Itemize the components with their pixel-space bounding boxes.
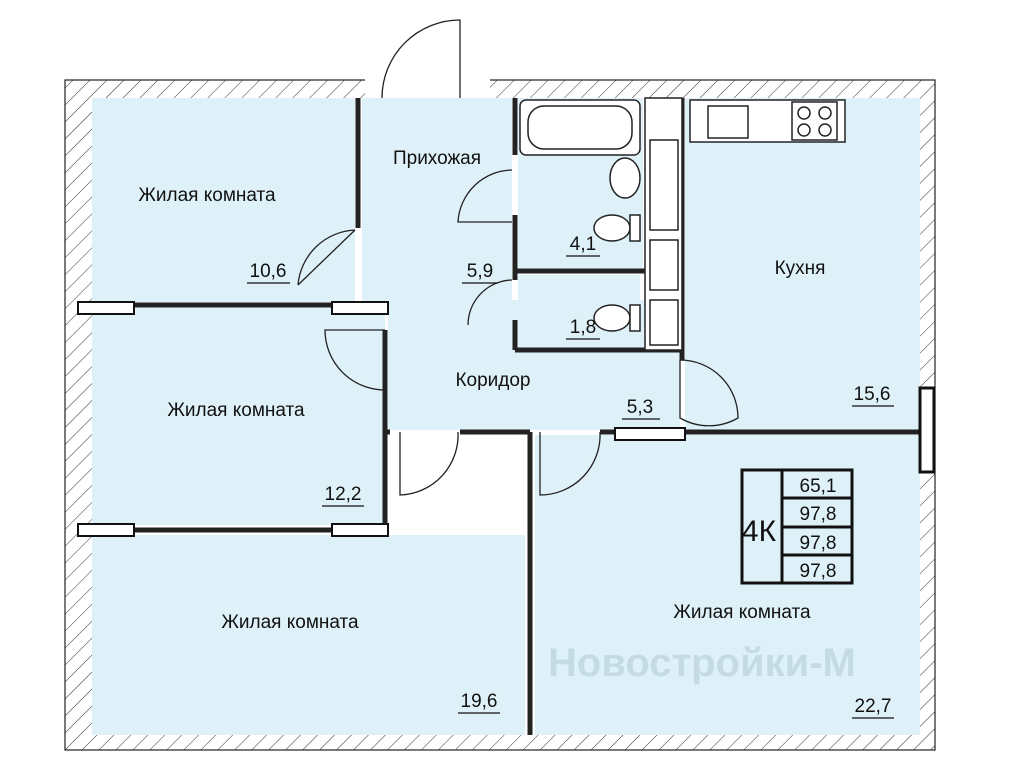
area-value: 97,8 — [800, 533, 837, 554]
room-label: Жилая комната — [221, 612, 359, 633]
room-label: Коридор — [455, 370, 530, 391]
sink-icon — [609, 157, 641, 199]
room-living-2 — [92, 308, 385, 525]
rooms — [92, 98, 920, 735]
room-living-3 — [92, 535, 525, 735]
room-label: Кухня — [775, 258, 826, 279]
room-area: 19,6 — [461, 691, 498, 712]
toilet-icon — [593, 304, 631, 332]
room-area: 5,9 — [467, 261, 493, 282]
area-value: 97,8 — [800, 504, 837, 525]
room-area: 1,8 — [570, 317, 596, 338]
room-label: Жилая комната — [167, 400, 305, 421]
entry-door — [381, 19, 461, 99]
room-area: 10,6 — [250, 261, 287, 282]
room-living-4 — [535, 435, 920, 735]
total-area: 65,1 — [800, 476, 837, 497]
area-value: 97,8 — [800, 561, 837, 582]
room-label: Жилая комната — [673, 602, 811, 623]
room-labels: Жилая комната 10,6 Прихожая 5,9 4,1 1,8 … — [138, 148, 894, 719]
kitchen-sink-icon — [707, 105, 749, 139]
room-area: 4,1 — [570, 234, 596, 255]
room-area: 12,2 — [325, 484, 362, 505]
room-kitchen — [685, 98, 920, 430]
room-living-1 — [92, 98, 355, 302]
room-label: Жилая комната — [138, 185, 276, 206]
partitions — [77, 97, 936, 735]
room-area: 15,6 — [854, 384, 891, 405]
room-label: Прихожая — [393, 148, 481, 169]
room-hall — [362, 98, 512, 300]
stove-icon — [791, 101, 838, 141]
fixtures — [519, 99, 846, 332]
apartment-summary: 4К 65,1 97,8 97,8 97,8 — [740, 468, 854, 585]
doors — [297, 19, 739, 496]
room-area: 5,3 — [627, 397, 653, 418]
room-area: 22,7 — [855, 696, 892, 717]
apartment-type: 4К — [742, 515, 777, 548]
toilet-icon — [593, 214, 631, 242]
watermark: Новостройки-М — [548, 641, 856, 685]
